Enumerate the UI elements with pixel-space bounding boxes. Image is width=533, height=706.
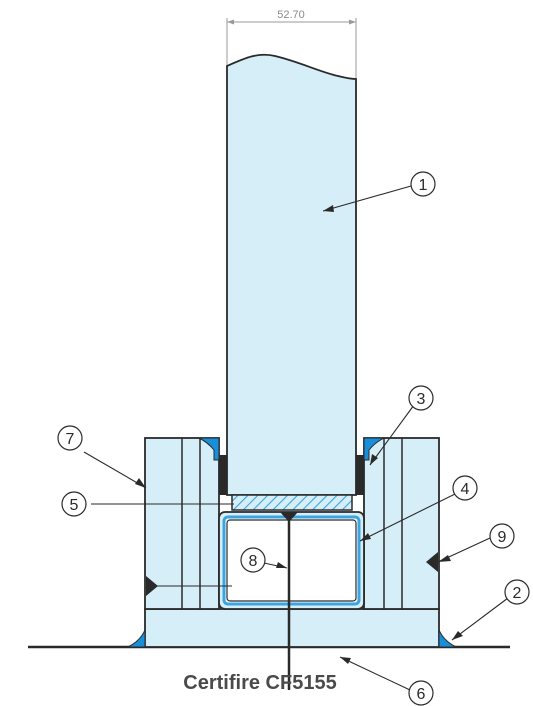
left-top-sealant <box>198 437 220 461</box>
callout-1: 1 <box>410 171 436 197</box>
callout-1-label: 1 <box>419 177 428 194</box>
callout-3: 3 <box>408 385 434 411</box>
left-base-sealant <box>127 629 146 648</box>
callout-6: 6 <box>408 680 434 706</box>
callout-5-label: 5 <box>70 497 79 514</box>
callout-2-label: 2 <box>513 585 522 602</box>
callout-4-label: 4 <box>461 481 470 498</box>
callout-8-label: 8 <box>249 553 258 570</box>
callout-3-label: 3 <box>417 391 426 408</box>
callout-9: 9 <box>489 523 515 549</box>
right-shoe-profile <box>363 437 440 610</box>
callout-7: 7 <box>57 425 83 451</box>
callout-6-label: 6 <box>417 686 426 703</box>
callout-5: 5 <box>61 491 87 517</box>
leader-lines <box>83 185 509 691</box>
dimension-label: 52.70 <box>277 9 305 21</box>
callout-8: 8 <box>240 547 266 573</box>
dimension-marker: 52.70 <box>226 9 357 80</box>
callout-4: 4 <box>452 475 478 501</box>
callout-7-label: 7 <box>66 431 75 448</box>
setting-block <box>231 494 353 511</box>
callout-9-label: 9 <box>498 529 507 546</box>
arrow-heads <box>135 205 463 664</box>
right-gasket <box>356 455 364 495</box>
callout-2: 2 <box>504 579 530 605</box>
base-plate <box>144 608 440 648</box>
glass-pane <box>226 53 357 496</box>
left-gasket <box>219 455 227 495</box>
right-base-sealant <box>438 629 457 648</box>
certification-label: Certifire CF5155 <box>183 672 336 694</box>
left-shoe-profile <box>144 437 220 610</box>
right-top-sealant <box>363 437 385 461</box>
center-fastener <box>280 512 298 690</box>
